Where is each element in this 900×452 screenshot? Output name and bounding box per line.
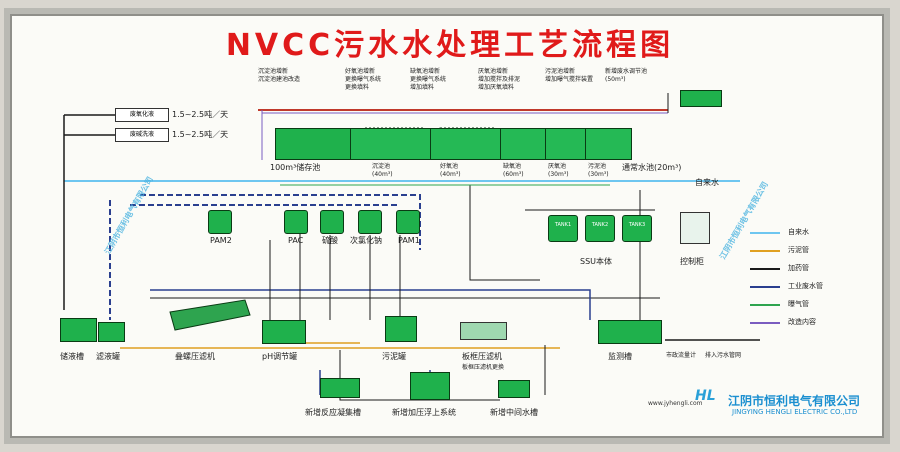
- note-sludge: 污泥池增新 增加曝气搅拌装置: [545, 68, 594, 83]
- pam1-tank: [396, 210, 420, 234]
- label-screw-press: 叠螺压滤机: [175, 352, 215, 361]
- note-aerobic: 好氧池增新 更换曝气系统 更换填料: [345, 68, 382, 91]
- label-acid: 硫酸: [322, 236, 338, 245]
- tank1: TANK1: [548, 215, 578, 242]
- label-sedimentation: 沉淀池 (40m³): [372, 163, 393, 178]
- monitor-tank: [598, 320, 662, 344]
- legend-label: 曝气管: [788, 300, 809, 308]
- storage-liquid-tank: [60, 318, 97, 342]
- new-regulating-tank: [680, 90, 722, 107]
- legend-tap-water: 自来水: [750, 226, 870, 238]
- new-reaction-tank: [320, 378, 360, 398]
- legend-label: 自来水: [788, 228, 809, 236]
- label-ssu: SSU本体: [580, 257, 613, 266]
- label-anaerobic: 厌氧池 (30m³): [548, 163, 569, 178]
- new-middle-tank: [498, 380, 530, 398]
- label-plate-press: 板框压滤机: [462, 352, 502, 361]
- legend-aeration-pipe: 曝气管: [750, 298, 870, 310]
- company-website: www.jyhengli.com: [648, 400, 703, 407]
- sludge-pool: [585, 128, 632, 160]
- label-control: 控制柜: [680, 257, 704, 266]
- rate-top: 1.5~2.5吨／天: [172, 110, 229, 119]
- legend-label: 改造内容: [788, 318, 816, 326]
- company-logo: HL: [695, 388, 716, 404]
- tag-waste-oxidation: 废氧化液: [115, 108, 169, 122]
- legend-line: [750, 250, 780, 252]
- aerobic-tank: [430, 128, 502, 160]
- page-title: NVCC污水水处理工艺流程图: [225, 28, 675, 63]
- legend-sludge-pipe: 污泥管: [750, 244, 870, 256]
- hypochlorite-tank: [358, 210, 382, 234]
- label-new-middle: 新增中间水槽: [490, 408, 538, 417]
- pac-tank: [284, 210, 308, 234]
- tank3: TANK3: [622, 215, 652, 242]
- label-hypochlorite: 次氯化钠: [350, 236, 382, 245]
- note-sedimentation: 沉淀池增新 沉淀池建池改造: [258, 68, 301, 83]
- legend-line: [750, 304, 780, 306]
- company-name-en: JINGYING HENGLI ELECTRIC CO.,LTD: [732, 408, 858, 416]
- label-tap-water: 自来水: [695, 178, 719, 187]
- legend-wastewater-pipe: 工业废水管: [750, 280, 870, 292]
- new-flotation-system: [410, 372, 450, 400]
- legend-label: 工业废水管: [788, 282, 823, 290]
- ph-adjust-tank: [262, 320, 306, 344]
- label-aerobic: 好氧池 (40m³): [440, 163, 461, 178]
- label-sludge-tank: 污泥罐: [382, 352, 406, 361]
- label-flow-meter: 市政流量计: [666, 352, 697, 359]
- note-regulating: 新增废水调节池 (50m³): [605, 68, 648, 83]
- legend-retrofit: 改造内容: [750, 316, 870, 328]
- legend-line: [750, 268, 780, 270]
- sedimentation-tank: [350, 128, 432, 160]
- label-storage-liquid: 储液槽: [60, 352, 84, 361]
- label-pam2: PAM2: [210, 236, 232, 245]
- legend-line: [750, 286, 780, 288]
- pam2-tank: [208, 210, 232, 234]
- storage-tank-100m3: [275, 128, 352, 160]
- rate-bottom: 1.5~2.5吨／天: [172, 130, 229, 139]
- label-anoxic: 缺氧池 (60m³): [503, 163, 524, 178]
- anoxic-tank: [500, 128, 547, 160]
- label-ph-tank: pH调节罐: [262, 352, 298, 361]
- tank2-label: TANK2: [591, 222, 609, 228]
- tank2: TANK2: [585, 215, 615, 242]
- legend-dosing-pipe: 加药管: [750, 262, 870, 274]
- sludge-tank: [385, 316, 417, 342]
- tag-waste-alkali: 废碱洗液: [115, 128, 169, 142]
- plate-frame-press: [460, 322, 507, 340]
- label-storage: 100m³储存池: [270, 163, 321, 172]
- note-anaerobic: 厌氧池增新 增加搅拌及排泥 增加厌氧填料: [478, 68, 521, 91]
- label-plate-press-sub: 板框压滤机更换: [462, 364, 505, 371]
- control-cabinet: [680, 212, 710, 244]
- tank1-label: TANK1: [554, 222, 572, 228]
- anaerobic-tank: [545, 128, 587, 160]
- label-pac: PAC: [288, 236, 304, 245]
- label-regulating: 通常水池(20m³): [622, 163, 682, 172]
- label-pam1: PAM1: [398, 236, 420, 245]
- legend-line: [750, 232, 780, 234]
- label-monitor: 监测槽: [608, 352, 632, 361]
- label-new-reaction: 新增反应凝集槽: [305, 408, 361, 417]
- tank3-label: TANK3: [628, 222, 646, 228]
- label-discharge: 排入污水管网: [705, 352, 742, 359]
- label-sludge-pool: 污泥池 (30m³): [588, 163, 609, 178]
- company-name-cn: 江阴市恒利电气有限公司: [728, 394, 861, 408]
- label-new-flotation: 新增加压浮上系统: [392, 408, 456, 417]
- note-anoxic: 缺氧池增新 更换曝气系统 增加填料: [410, 68, 447, 91]
- diagram-board: [4, 8, 890, 444]
- filtrate-tank: [98, 322, 125, 342]
- acid-tank: [320, 210, 344, 234]
- legend-line: [750, 322, 780, 324]
- legend-label: 污泥管: [788, 246, 809, 254]
- label-filtrate: 滤液罐: [96, 352, 120, 361]
- legend-label: 加药管: [788, 264, 809, 272]
